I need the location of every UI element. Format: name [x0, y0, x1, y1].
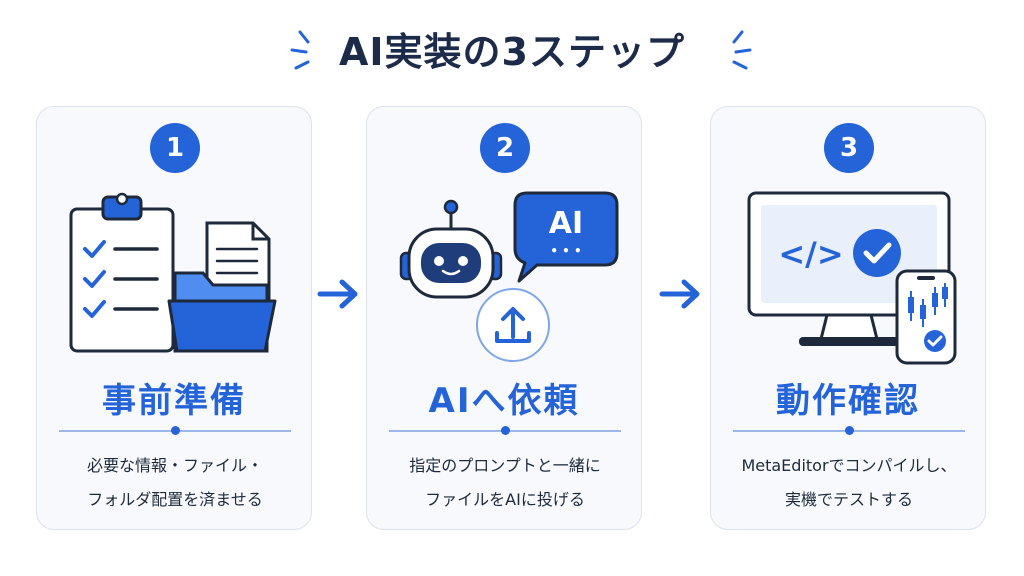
speech-bubble-icon: AI • • • [513, 191, 619, 283]
arrow-right-icon [659, 279, 700, 309]
robot-icon [399, 199, 503, 299]
preparation-illustration [69, 192, 277, 353]
sparkle-right-icon [732, 30, 752, 70]
description-line: 指定のプロンプトと一緒に [409, 456, 601, 475]
step-number-badge: 3 [824, 123, 874, 173]
clipboard-checklist-icon [69, 192, 175, 353]
code-icon: </> [778, 235, 843, 273]
step-number-badge: 2 [480, 123, 530, 173]
divider-dot [845, 426, 854, 435]
step-card-2: 2 AI • • • AIへ依頼 指定 [366, 106, 642, 530]
page-title: AI実装の3ステップ [339, 30, 685, 74]
step-description: MetaEditorでコンパイルし、 実機でテストする [719, 449, 979, 517]
arrow-right-icon [317, 279, 358, 309]
description-line: MetaEditorでコンパイルし、 [741, 456, 957, 475]
smartphone-chart-icon [895, 269, 957, 365]
description-line: 実機でテストする [784, 490, 913, 509]
step-description: 指定のプロンプトと一緒に ファイルをAIに投げる [375, 449, 635, 517]
step-heading: 事前準備 [102, 381, 246, 421]
step-card-3: 3 </> [710, 106, 986, 530]
upload-icon [476, 288, 550, 362]
step-description: 必要な情報・ファイル・ フォルダ配置を済ませる [45, 449, 305, 517]
title-area: AI実装の3ステップ [0, 22, 1024, 82]
divider-dot [171, 426, 180, 435]
description-line: 必要な情報・ファイル・ [86, 456, 263, 475]
sparkle-left-icon [290, 30, 310, 70]
description-line: ファイルをAIに投げる [425, 490, 585, 509]
step-card-1: 1 [36, 106, 312, 530]
folder-icon [167, 271, 277, 353]
verification-illustration: </> [747, 191, 957, 365]
step-heading: 動作確認 [776, 381, 920, 421]
bubble-dots: • • • [550, 244, 581, 258]
check-circle-icon [853, 229, 901, 277]
ai-request-illustration: AI • • • [399, 191, 619, 362]
description-line: フォルダ配置を済ませる [87, 490, 263, 509]
step-heading: AIへ依頼 [428, 381, 580, 421]
document-icon [205, 221, 271, 301]
bubble-text: AI [549, 206, 583, 241]
divider-dot [501, 426, 510, 435]
step-number-badge: 1 [150, 123, 200, 173]
